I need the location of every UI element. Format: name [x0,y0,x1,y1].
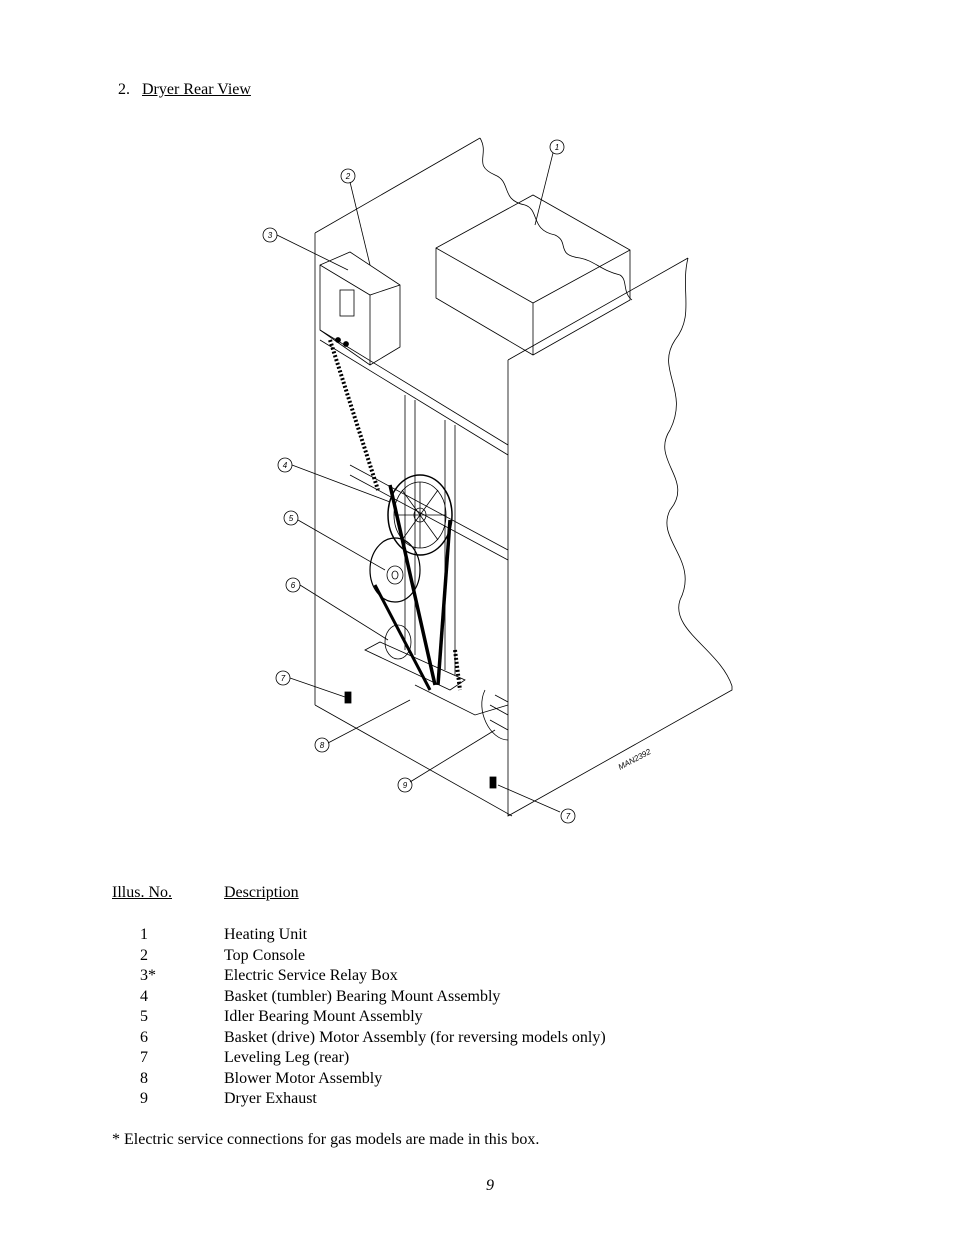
callout-label: 4 [283,461,288,470]
illus-no: 1 [140,926,148,943]
illus-no: 2 [140,946,148,964]
cabinet-bottom-edge [314,704,513,817]
leveling-leg-right [489,776,497,789]
footnote: * Electric service connections for gas m… [112,1131,540,1148]
list-item: 1 Heating Unit [112,925,832,946]
idler-pulley [369,537,421,603]
callout-label: 8 [320,741,325,750]
list-item: 5 Idler Bearing Mount Assembly [112,1007,832,1028]
list-item: 4 Basket (tumbler) Bearing Mount Assembly [112,987,832,1008]
illus-no: 5 [140,1008,148,1025]
list-item: 6 Basket (drive) Motor Assembly (for reve… [112,1028,832,1049]
list-item: 3* Electric Service Relay Box [112,966,832,987]
description: Blower Motor Assembly [224,1069,383,1087]
page-number: 9 [486,1177,494,1194]
blower-housing [481,689,509,741]
callout-label: 9 [403,781,408,790]
section-heading: 2. Dryer Rear View [118,81,251,99]
description: Dryer Exhaust [224,1090,317,1107]
section-number: 2. [118,81,130,98]
list-item: 8 Blower Motor Assembly [112,1069,832,1090]
illus-no: 7 [140,1049,148,1066]
table-header-description: Description [224,884,299,901]
callout-label: 1 [555,143,559,152]
section-title: Dryer Rear View [142,81,251,98]
list-item: 7 Leveling Leg (rear) [112,1048,832,1069]
cabinet-top-edge [314,137,481,234]
illus-no: 6 [140,1028,148,1046]
callout-label: 7 [281,674,286,683]
callout-label: 2 [345,172,351,181]
list-item: 9 Dryer Exhaust [112,1089,832,1110]
dryer-rear-view-diagram: 1 2 3 4 5 6 7 8 9 7 MAN2392 [250,130,740,850]
list-item: 2 Top Console [112,946,832,967]
rear-panel [507,360,733,817]
description: Leveling Leg (rear) [224,1049,350,1066]
description: Electric Service Relay Box [224,967,398,984]
callout-label: 5 [289,514,294,523]
relay-terminal-strip [339,289,355,317]
description: Basket (drive) Motor Assembly (for rever… [224,1028,606,1046]
illus-no: 9 [140,1090,148,1107]
callout-label: 7 [566,812,571,821]
callout-label: 3 [268,231,273,240]
table-header-illus-no: Illus. No. [112,884,172,901]
drive-motor [384,624,412,660]
description: Idler Bearing Mount Assembly [224,1008,423,1025]
description: Basket (tumbler) Bearing Mount Assembly [224,987,501,1005]
illus-no: 3* [140,967,156,984]
leveling-leg-left [344,691,352,704]
parts-list: 1 Heating Unit 2 Top Console 3* Electric Se… [112,925,832,1110]
callout-label: 6 [291,581,296,590]
basket-pulley [387,474,453,556]
callout-labels: 1 2 3 4 5 6 7 8 9 7 MAN2392 [268,143,653,821]
illus-no: 4 [140,987,148,1005]
drawing-id: MAN2392 [617,747,653,772]
diagram-svg: 1 2 3 4 5 6 7 8 9 7 MAN2392 [262,137,733,824]
illus-no: 8 [140,1069,148,1087]
description: Top Console [224,946,306,964]
heating-unit-box [435,194,631,356]
description: Heating Unit [224,926,308,943]
